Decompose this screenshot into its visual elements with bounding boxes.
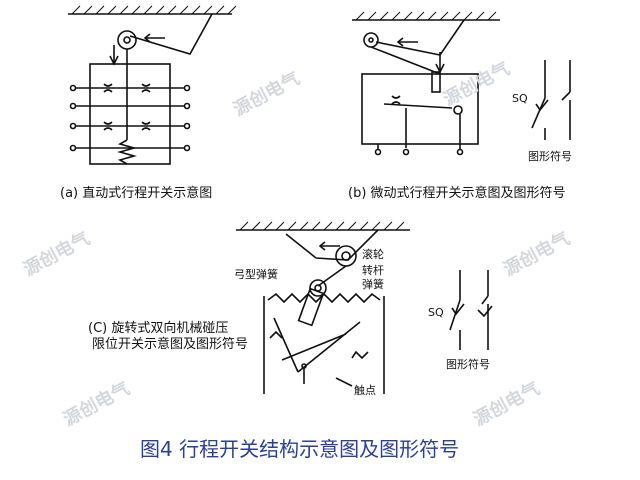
figure-title: 图4 行程开关结构示意图及图形符号 — [140, 437, 460, 461]
caption-b: (b) 微动式行程开关示意图及图形符号 — [348, 186, 566, 201]
label-sq-c: SQ — [428, 306, 444, 319]
label-spring: 弹簧 — [362, 278, 384, 291]
diagram-a — [68, 5, 237, 165]
label-lever: 转杆 — [362, 264, 384, 277]
diagram-b — [352, 11, 571, 156]
label-symbol-c: 图形符号 — [446, 358, 490, 371]
caption-a: (a) 直动式行程开关示意图 — [60, 186, 213, 201]
caption-c-line1: (C) 旋转式双向机械碰压 — [88, 321, 229, 336]
diagram-c — [236, 221, 493, 394]
label-sq-b: SQ — [512, 92, 528, 105]
label-symbol-b: 图形符号 — [528, 150, 572, 163]
label-contact: 触点 — [354, 384, 376, 397]
label-bow-spring: 弓型弹簧 — [234, 268, 278, 281]
caption-c-line2: 限位开关示意图及图形符号 — [92, 337, 249, 352]
label-roller: 滚轮 — [362, 248, 384, 261]
